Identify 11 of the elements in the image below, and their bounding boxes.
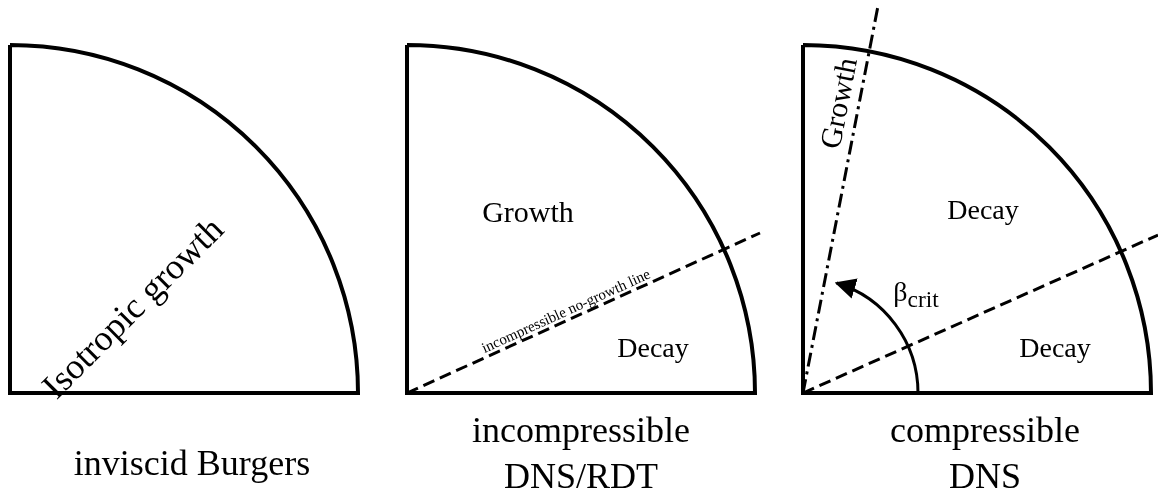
region-label: Decay [617,332,689,364]
angle-label: β$_{crit}$ [893,276,939,314]
panel-caption: compressible DNS [889,409,1081,498]
quarter-circle-region [801,43,1153,395]
region-label: Decay [947,194,1019,226]
quarter-circle-region [405,43,757,395]
region-label: Decay [1019,332,1091,364]
region-label: Growth [482,194,574,228]
rotated-label: Growth [813,54,863,152]
panel-caption: incompressible DNS/RDT [471,409,691,498]
panel-caption: inviscid Burgers [72,442,312,485]
